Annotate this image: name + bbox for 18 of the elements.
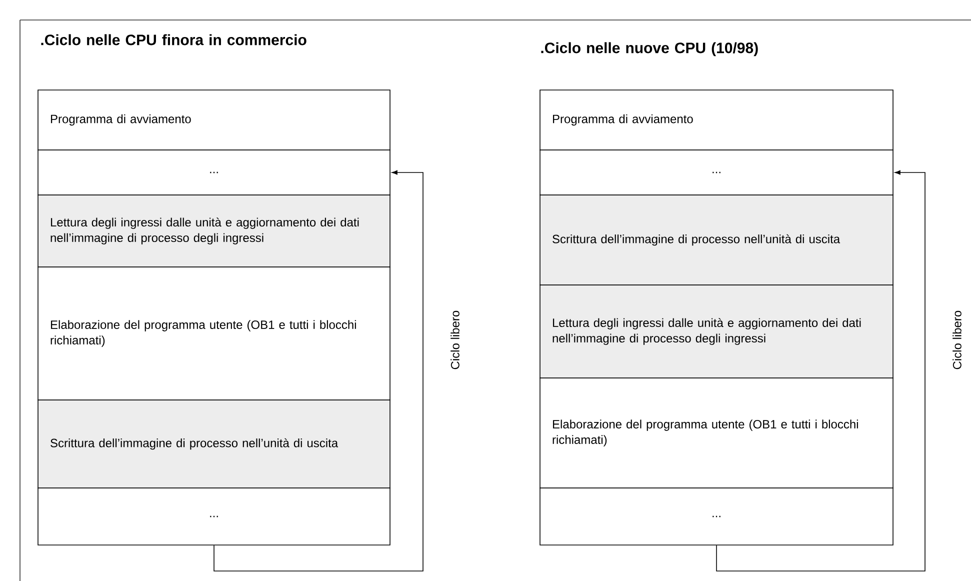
step-box: Elaborazione del programma utente (OB1 e tutti i blocchi richiamati) bbox=[38, 266, 390, 400]
step-box: Scrittura dell’immagine di processo nell’unità di uscita bbox=[540, 194, 894, 286]
ellipsis-box: ... bbox=[38, 488, 390, 546]
step-box: Lettura degli ingressi dalle unità e aggiornamento dei dati nell’immagine di processo degli ingressi bbox=[540, 284, 894, 378]
loop-arrow bbox=[214, 170, 424, 572]
loop-label: Ciclo libero bbox=[450, 310, 460, 370]
step-box: Programma di avviamento bbox=[540, 90, 894, 150]
ellipsis-box: ... bbox=[540, 150, 894, 196]
loop-label: Ciclo libero bbox=[952, 310, 962, 370]
heading: .Ciclo nelle nuove CPU (10/98) bbox=[541, 42, 758, 56]
ellipsis-box: ... bbox=[38, 150, 390, 196]
step-box: Scrittura dell’immagine di processo nell’unità di uscita bbox=[38, 400, 390, 488]
step-box: Programma di avviamento bbox=[38, 90, 390, 150]
heading: .Ciclo nelle CPU finora in commercio bbox=[41, 34, 306, 46]
ellipsis-box: ... bbox=[540, 488, 894, 546]
loop-arrow bbox=[716, 170, 926, 572]
step-box: Elaborazione del programma utente (OB1 e tutti i blocchi richiamati) bbox=[540, 378, 894, 488]
step-box: Lettura degli ingressi dalle unità e aggiornamento dei dati nell’immagine di processo degli ingressi bbox=[38, 194, 390, 268]
